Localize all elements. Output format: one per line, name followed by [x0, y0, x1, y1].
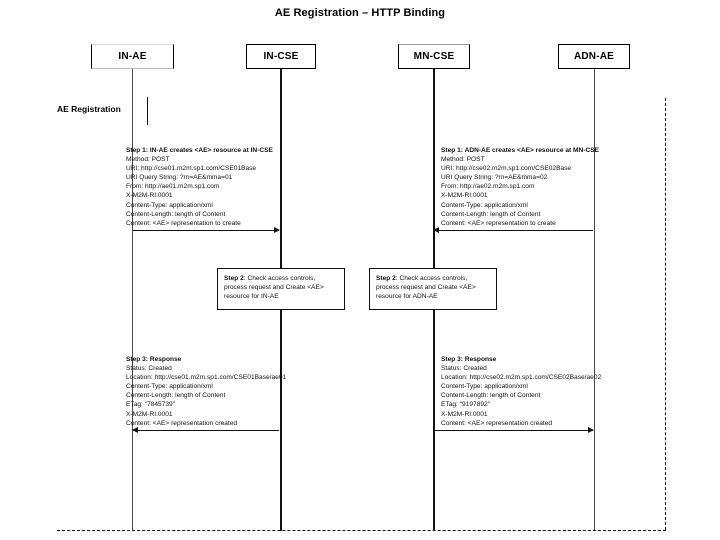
- message-line: X-M2M-RI:0001: [441, 192, 488, 200]
- lifeline-label-in-ae: IN-AE: [118, 51, 147, 62]
- message-line: Content-Type: application/xml: [441, 383, 528, 391]
- note-line: resource for IN-AE: [224, 293, 279, 301]
- message-line: Content-Type: application/xml: [126, 201, 213, 209]
- message-step1-adn-ae: Step 1: ADN-AE creates <AE> resource at …: [441, 146, 599, 228]
- region-label-ae-registration: AE Registration: [57, 104, 121, 114]
- lifeline-head-mn-cse[interactable]: MN-CSE: [398, 44, 470, 69]
- frame-right-edge: [665, 98, 666, 530]
- note-step2-in-cse: Step 2: Check access controls, process re…: [217, 268, 345, 310]
- message-line: URI: http://cse02.m2m.sp1.com/CSE02Base: [441, 165, 572, 173]
- message-line: X-M2M-RI:0001: [441, 410, 488, 418]
- message-line: URI: http://cse01.m2m.sp1.com/CSE01Base: [126, 165, 257, 173]
- page-title: AE Registration – HTTP Binding: [274, 7, 446, 19]
- message-line: URI Query String: ?rn=AE&mma=02: [441, 174, 548, 182]
- message-line: ETag: "7845739": [126, 401, 176, 409]
- message-line: Step 3: Response: [126, 356, 182, 363]
- frame-bottom-edge: [57, 530, 666, 531]
- message-line: Location: http://cse02.m2m.sp1.com/CSE02…: [441, 374, 602, 382]
- message-line: From: http://ae01.m2m.sp1.com: [126, 183, 220, 191]
- message-line: Step 3: Response: [441, 356, 497, 363]
- message-line: Content-Type: application/xml: [441, 201, 528, 209]
- note-line: process request and Create <AE>: [224, 284, 324, 292]
- lifeline-in-ae: [132, 69, 134, 531]
- message-line: Content-Type: application/xml: [126, 383, 213, 391]
- lifeline-head-adn-ae[interactable]: ADN-AE: [558, 44, 630, 69]
- note-line: process request and Create <AE>: [376, 284, 476, 292]
- message-line: X-M2M-RI:0001: [126, 192, 173, 200]
- note-line: Step 2: Check access controls,: [376, 275, 468, 282]
- message-line: Method: POST: [126, 156, 170, 164]
- lifeline-label-in-cse: IN-CSE: [263, 51, 299, 62]
- lifeline-label-mn-cse: MN-CSE: [413, 51, 455, 62]
- arrow-step1-adn-ae-to-mn-cse: [433, 226, 593, 235]
- lifeline-head-in-cse[interactable]: IN-CSE: [246, 44, 316, 69]
- message-line: Step 1: IN-AE creates <AE> resource at I…: [126, 147, 273, 154]
- message-line: Method: POST: [441, 156, 485, 164]
- lifeline-adn-ae: [594, 69, 596, 531]
- message-line: Location: http://cse01.m2m.sp1.com/CSE01…: [126, 374, 287, 382]
- message-line: Content-Length: length of Content: [441, 392, 541, 400]
- lifeline-head-in-ae[interactable]: IN-AE: [91, 44, 174, 69]
- arrow-step3-in-cse-to-in-ae: [132, 426, 279, 435]
- note-line: Step 2: Check access controls,: [224, 275, 316, 282]
- message-line: Content: <AE> representation created: [441, 419, 553, 427]
- message-line: URI Query String: ?rn=AE&mma=01: [126, 174, 233, 182]
- region-label-separator: [147, 97, 149, 125]
- message-step1-in-ae: Step 1: IN-AE creates <AE> resource at I…: [126, 146, 273, 228]
- message-line: Status: Created: [441, 365, 487, 373]
- message-line: Content-Length: length of Content: [126, 392, 226, 400]
- note-step2-mn-cse: Step 2: Check access controls, process re…: [369, 268, 497, 310]
- lifeline-label-adn-ae: ADN-AE: [573, 51, 615, 62]
- arrow-step1-in-ae-to-in-cse: [133, 226, 280, 235]
- message-line: Content-Length: length of Content: [126, 210, 226, 218]
- note-line: resource for ADN-AE: [376, 293, 438, 301]
- arrow-step3-mn-cse-to-adn-ae: [434, 426, 594, 435]
- message-line: Status: Created: [126, 365, 172, 373]
- message-line: X-M2M-RI:0001: [126, 410, 173, 418]
- message-line: ETag: "9197892": [441, 401, 491, 409]
- message-line: From: http://ae02.m2m.sp1.com: [441, 183, 535, 191]
- message-line: Content: <AE> representation created: [126, 419, 238, 427]
- message-line: Content: <AE> representation to create: [126, 219, 241, 227]
- message-line: Content: <AE> representation to create: [441, 219, 556, 227]
- message-line: Step 1: ADN-AE creates <AE> resource at …: [441, 147, 600, 154]
- message-line: Content-Length: length of Content: [441, 210, 541, 218]
